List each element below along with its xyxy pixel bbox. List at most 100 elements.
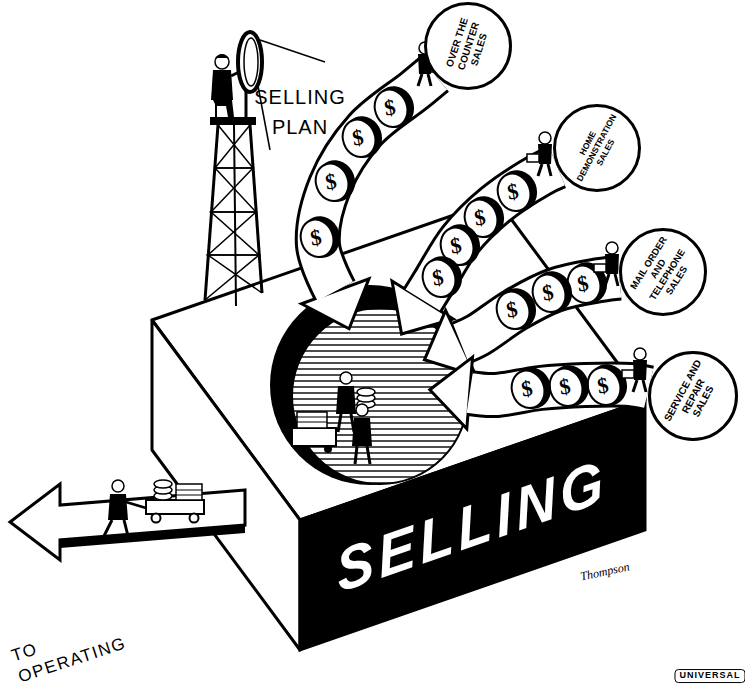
porter-leg	[104, 520, 112, 536]
sales-circle: MAIL ORDER AND TELEPHONE SALES	[619, 228, 707, 316]
tower-brace	[208, 125, 262, 293]
salesman-leg	[428, 74, 431, 86]
light-beam	[260, 40, 325, 62]
coin	[544, 360, 595, 413]
paper-stack	[297, 412, 327, 428]
paper-stack	[176, 484, 202, 500]
coin-face	[338, 115, 381, 162]
coin	[295, 211, 346, 264]
salesman-leg	[605, 274, 609, 286]
coin-symbol: $	[540, 280, 555, 306]
coin-face	[507, 366, 550, 413]
salesman-body	[538, 144, 552, 164]
coin-face	[545, 364, 588, 411]
coin-rim	[507, 362, 557, 414]
worker-body	[336, 386, 356, 414]
paper-line	[297, 417, 327, 418]
searchlight-lens	[244, 38, 258, 86]
coin	[310, 155, 361, 208]
coin-symbol: $	[472, 205, 487, 231]
coin-symbol: $	[519, 376, 534, 402]
operator-body	[211, 70, 233, 100]
sales-circle: OVER THE COUNTER SALES	[424, 2, 512, 90]
searchlight	[238, 32, 262, 92]
paper-line	[176, 490, 202, 491]
coin-symbol: $	[505, 179, 520, 205]
tower-platform	[210, 117, 256, 125]
worker-leg	[367, 446, 370, 464]
salesman-head	[606, 242, 618, 254]
cart-wheel	[190, 514, 199, 523]
coin-rim	[545, 360, 595, 412]
briefcase	[622, 370, 634, 378]
salesman-leg	[643, 380, 646, 392]
operator-head	[215, 55, 229, 69]
coin-rim	[338, 111, 388, 163]
worker-leg	[338, 414, 341, 432]
coin-rim	[311, 155, 361, 207]
salesman	[527, 132, 552, 176]
worker-leg	[355, 446, 357, 464]
coin	[337, 111, 388, 164]
coin-symbol: $	[350, 125, 365, 151]
worker-body	[352, 418, 372, 446]
pit-cart	[292, 428, 336, 446]
porter-head	[112, 480, 124, 492]
coin-symbol: $	[382, 95, 397, 121]
coin	[582, 359, 633, 412]
salesman-leg	[633, 380, 637, 392]
coin-symbol: $	[504, 297, 519, 323]
cart-wheel	[324, 445, 332, 453]
salesman	[594, 242, 619, 286]
salesman	[622, 348, 647, 392]
coin-symbol: $	[557, 374, 572, 400]
coin-face	[296, 215, 339, 262]
coin-symbol: $	[323, 169, 338, 195]
paper-line	[297, 422, 327, 423]
sales-circle: SERVICE AND REPAIR SALES	[648, 351, 738, 441]
coin-rim	[583, 359, 633, 411]
coin-stack	[154, 480, 172, 488]
briefcase	[594, 264, 606, 272]
porter-leg	[124, 520, 128, 536]
publisher-logo: UNIVERSAL	[674, 669, 745, 683]
worker-head	[340, 372, 352, 384]
coin-stack	[357, 388, 375, 396]
hand-cart	[146, 500, 204, 514]
coin	[506, 362, 557, 415]
coin-symbol: $	[430, 265, 445, 291]
tower-leg	[234, 125, 236, 306]
porter-body	[108, 494, 128, 520]
briefcase	[527, 154, 539, 162]
plan-label: SELLING PLAN	[245, 82, 355, 142]
porter-arm	[126, 502, 146, 508]
worker-head	[356, 404, 368, 416]
coin-face	[492, 287, 535, 334]
block-front-face	[300, 400, 645, 650]
sales-circle: HOME DEMONSTRATION SALES	[553, 104, 641, 192]
searchlight-stand	[245, 90, 248, 117]
coin-face	[311, 159, 354, 206]
cart-wheel	[152, 514, 161, 523]
coin-symbol: $	[575, 271, 590, 297]
circle-shape	[426, 4, 511, 89]
arrow-head	[430, 357, 473, 429]
coin-symbol: $	[308, 225, 323, 251]
tower-leg	[250, 125, 262, 293]
salesman-body	[605, 254, 619, 274]
paper-line	[176, 495, 202, 496]
salesman-leg	[418, 74, 422, 86]
operator-legs	[213, 100, 234, 117]
cart-wheel	[296, 445, 304, 453]
circle-shape	[555, 106, 640, 191]
salesman-leg	[615, 274, 618, 286]
salesman-head	[539, 132, 551, 144]
salesman-leg	[548, 164, 551, 176]
block-left-face	[152, 320, 300, 650]
coin-symbol: $	[448, 233, 463, 259]
artist-signature: Thompson	[579, 560, 631, 583]
